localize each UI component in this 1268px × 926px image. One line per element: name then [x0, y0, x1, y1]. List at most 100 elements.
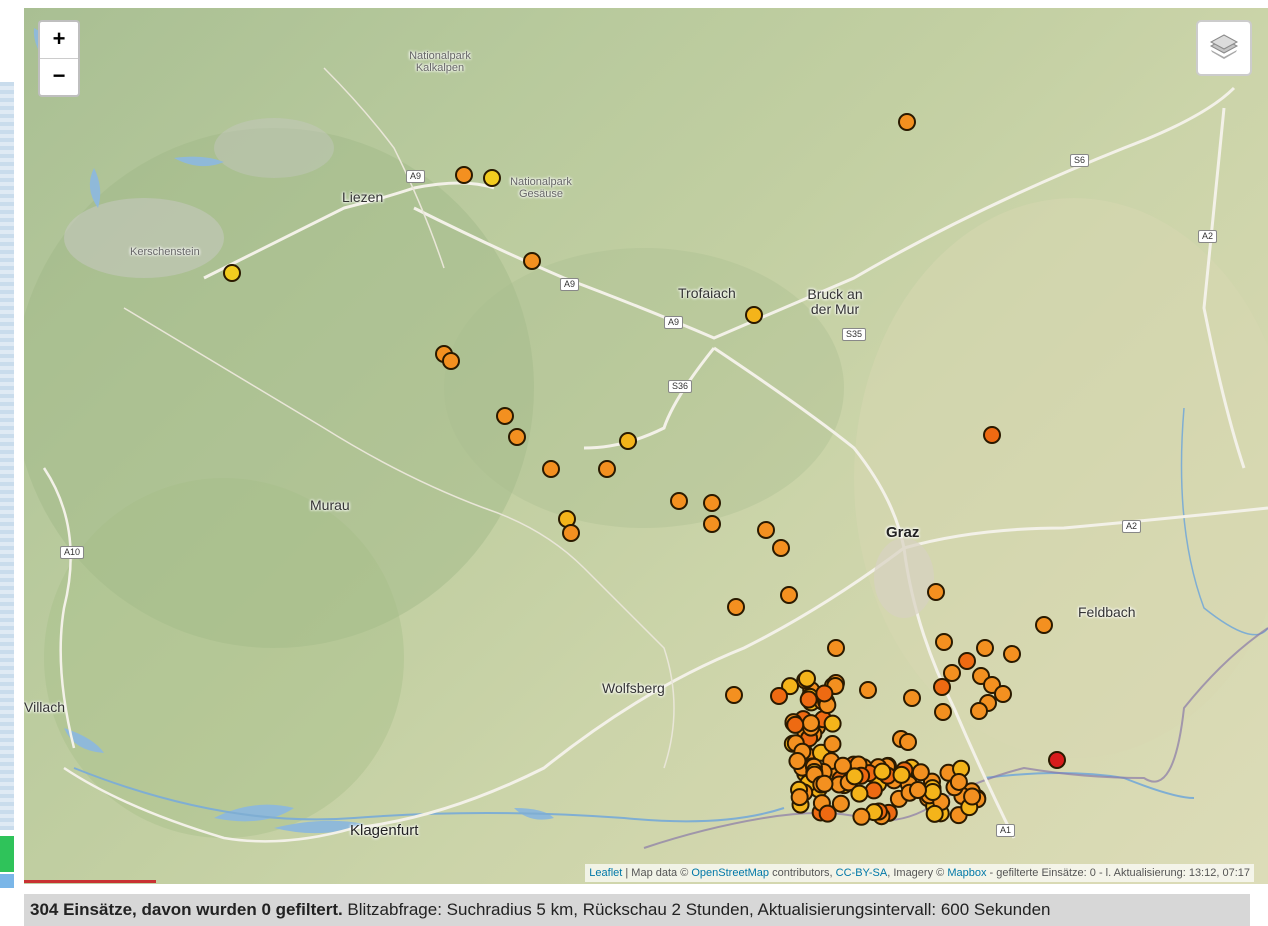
incident-marker[interactable] [908, 781, 927, 800]
label-nationalpark-gesaeuse: Nationalpark Gesäuse [510, 176, 572, 200]
incident-marker[interactable] [823, 714, 842, 733]
incident-marker[interactable] [892, 765, 911, 784]
side-panel-green-tab[interactable] [0, 836, 14, 872]
incident-marker[interactable] [1003, 645, 1021, 663]
incident-marker[interactable] [788, 752, 807, 771]
city-label-trofaiach: Trofaiach [678, 285, 736, 301]
incident-marker[interactable] [770, 687, 788, 705]
incident-marker[interactable] [983, 426, 1001, 444]
incident-marker[interactable] [725, 686, 743, 704]
incident-marker[interactable] [943, 664, 961, 682]
incident-marker[interactable] [598, 460, 616, 478]
incident-marker[interactable] [831, 794, 850, 813]
incident-marker[interactable] [542, 460, 560, 478]
city-label-murau: Murau [310, 497, 350, 513]
incident-marker[interactable] [933, 678, 951, 696]
incident-marker[interactable] [864, 781, 883, 800]
incident-marker[interactable] [850, 784, 869, 803]
incident-marker[interactable] [727, 598, 745, 616]
mapbox-link[interactable]: Mapbox [947, 867, 987, 879]
incident-marker[interactable] [508, 428, 526, 446]
zoom-out-button[interactable]: − [40, 58, 78, 95]
attribution-text: , Imagery © [887, 867, 948, 879]
incident-marker[interactable] [455, 166, 473, 184]
label-kerschenstein: Kerschenstein [130, 246, 200, 258]
incident-marker[interactable] [1035, 616, 1053, 634]
incident-marker[interactable] [523, 252, 541, 270]
layers-button[interactable] [1196, 20, 1252, 76]
incident-marker[interactable] [786, 715, 805, 734]
incident-marker[interactable] [757, 521, 775, 539]
incident-marker[interactable] [483, 169, 501, 187]
incident-marker[interactable] [949, 772, 968, 791]
incident-marker[interactable] [823, 735, 842, 754]
incident-marker[interactable] [781, 677, 800, 696]
incident-marker[interactable] [780, 586, 798, 604]
status-details: Blitzabfrage: Suchradius 5 km, Rückschau… [342, 900, 1051, 919]
incident-marker[interactable] [223, 264, 241, 282]
incident-marker[interactable] [898, 113, 916, 131]
incident-marker[interactable] [935, 633, 953, 651]
incident-marker[interactable] [797, 669, 816, 688]
layers-icon [1209, 34, 1239, 59]
incident-marker[interactable] [859, 681, 877, 699]
road-shield: A9 [560, 278, 580, 291]
leaflet-link[interactable]: Leaflet [589, 867, 623, 879]
incident-marker[interactable] [925, 804, 944, 823]
map-attribution: Leaflet | Map data © OpenStreetMap contr… [585, 864, 1254, 882]
incident-marker[interactable] [496, 407, 514, 425]
incident-marker[interactable] [994, 685, 1012, 703]
marker-layer [223, 113, 1066, 826]
map-view[interactable]: Liezen Trofaiach Bruck an der Mur Murau … [24, 8, 1268, 884]
incident-marker[interactable] [923, 783, 942, 802]
incident-marker[interactable] [852, 807, 871, 826]
license-link[interactable]: CC-BY-SA [835, 867, 888, 879]
incident-marker[interactable] [934, 703, 952, 721]
incident-marker[interactable] [703, 494, 721, 512]
incident-marker[interactable] [845, 767, 864, 786]
incident-marker[interactable] [970, 702, 988, 720]
incident-marker[interactable] [801, 714, 820, 733]
incident-marker[interactable] [703, 515, 721, 533]
attribution-text: contributors, [769, 867, 836, 879]
city-label-feldbach: Feldbach [1078, 604, 1136, 620]
city-label-klagenfurt: Klagenfurt [350, 822, 419, 839]
incident-marker[interactable] [745, 306, 763, 324]
side-panel-strip [0, 82, 14, 830]
label-nationalpark-kalkalpen: Nationalpark Kalkalpen [409, 50, 471, 74]
incident-marker[interactable] [976, 639, 994, 657]
incident-marker[interactable] [927, 583, 945, 601]
incident-marker[interactable] [562, 524, 580, 542]
incident-marker[interactable] [442, 352, 460, 370]
city-label-graz: Graz [886, 524, 920, 541]
incident-marker[interactable] [818, 804, 837, 823]
incident-marker[interactable] [899, 733, 917, 751]
incident-marker[interactable] [815, 684, 834, 703]
road-shield: S36 [668, 380, 693, 393]
road-shield: A10 [60, 546, 85, 559]
incident-marker[interactable] [958, 652, 976, 670]
incident-marker[interactable] [903, 689, 921, 707]
incident-marker[interactable] [772, 539, 790, 557]
incident-marker[interactable] [963, 787, 982, 806]
incident-marker[interactable] [833, 756, 852, 775]
incident-marker[interactable] [815, 774, 834, 793]
road-shield: S35 [842, 328, 867, 341]
incident-marker[interactable] [827, 639, 845, 657]
incident-marker[interactable] [790, 788, 809, 807]
incident-marker[interactable] [670, 492, 688, 510]
side-panel-blue-tab[interactable] [0, 874, 14, 888]
city-label-villach: Villach [24, 699, 65, 715]
osm-link[interactable]: OpenStreetMap [691, 867, 770, 879]
incident-marker[interactable] [619, 432, 637, 450]
road-shield: A2 [1198, 230, 1218, 243]
city-label-liezen: Liezen [342, 189, 384, 205]
scale-bar [24, 880, 156, 883]
zoom-in-button[interactable]: + [52, 26, 66, 51]
attribution-text: | Map data © [622, 867, 692, 879]
road-shield: S6 [1070, 154, 1090, 167]
incident-marker[interactable] [873, 762, 892, 781]
status-summary: 304 Einsätze, davon wurden 0 gefiltert. [30, 900, 343, 919]
incident-marker[interactable] [799, 690, 818, 709]
incident-marker-red[interactable] [1048, 751, 1066, 769]
